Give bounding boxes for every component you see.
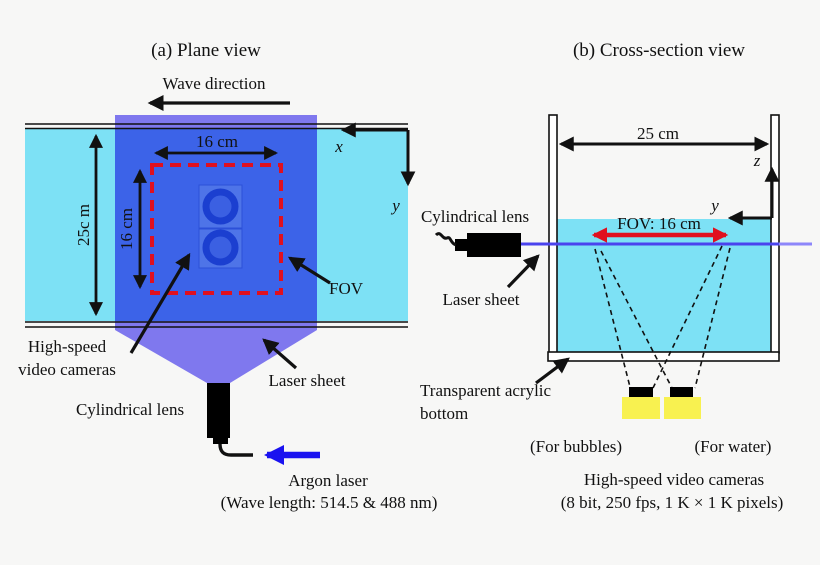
fov-height-label: 16 cm bbox=[117, 207, 137, 251]
cameras-caption-line2: (8 bit, 250 fps, 1 K × 1 K pixels) bbox=[560, 493, 784, 513]
cylindrical-lens-a bbox=[207, 383, 230, 438]
camera-bubbles-lens bbox=[629, 387, 653, 397]
fov-label-b: FOV: 16 cm bbox=[617, 214, 701, 234]
laser-sheet-pointer-arrow-b bbox=[506, 254, 540, 289]
tank-wall-left bbox=[548, 114, 558, 354]
y-axis-label: y bbox=[392, 196, 400, 216]
argon-laser-label-line2: (Wave length: 514.5 & 488 nm) bbox=[220, 493, 438, 513]
laser-cable-b bbox=[434, 232, 457, 247]
tank-acrylic-bottom bbox=[547, 351, 780, 362]
acrylic-bottom-label-line1: Transparent acrylic bbox=[420, 381, 552, 400]
argon-laser-label-line1: Argon laser bbox=[288, 471, 368, 491]
cylindrical-lens-b bbox=[467, 233, 521, 257]
laser-sheet-band-bottom bbox=[115, 321, 317, 330]
laser-sheet-pointer-arrow-a bbox=[262, 338, 298, 370]
cameras-label-line1: High-speed bbox=[27, 337, 107, 357]
panel-b-title: (b) Cross-section view bbox=[572, 40, 746, 62]
z-axis-label: z bbox=[753, 151, 761, 171]
camera-water-label: (For water) bbox=[694, 437, 772, 457]
y-axis-label-b: y bbox=[711, 196, 719, 216]
tank-wall-right bbox=[770, 114, 780, 354]
x-axis-label: x bbox=[335, 137, 343, 157]
cameras-caption-line1: High-speed video cameras bbox=[583, 470, 765, 490]
lens-stub-b bbox=[455, 239, 467, 251]
fov-dashed-box bbox=[150, 163, 283, 295]
acrylic-bottom-label-line2: bottom bbox=[420, 404, 469, 423]
cylindrical-lens-label-b: Cylindrical lens bbox=[420, 207, 530, 227]
fov-width-label: 16 cm bbox=[195, 132, 239, 152]
cylindrical-lens-label-a: Cylindrical lens bbox=[75, 400, 185, 420]
laser-sheet-label-a: Laser sheet bbox=[268, 371, 346, 391]
view-cone-line-4 bbox=[694, 247, 731, 389]
camera-water-body bbox=[664, 397, 701, 419]
camera-water-lens bbox=[670, 387, 693, 397]
wave-direction-label: Wave direction bbox=[162, 74, 266, 94]
view-cone-line-2 bbox=[600, 250, 673, 389]
tank-width-label: 25 cm bbox=[636, 124, 680, 144]
laser-sheet-label-b: Laser sheet bbox=[442, 290, 520, 310]
view-cone-line-1 bbox=[594, 248, 631, 388]
camera-bubbles-label: (For bubbles) bbox=[529, 437, 623, 457]
fov-pointer-arrow bbox=[287, 256, 331, 285]
acrylic-pointer-arrow bbox=[535, 357, 570, 385]
channel-width-label: 25c m bbox=[74, 203, 94, 247]
camera-lens-lower-icon bbox=[202, 229, 239, 266]
tank-water bbox=[557, 219, 771, 352]
fov-label: FOV bbox=[328, 279, 364, 299]
camera-bubbles-body bbox=[622, 397, 660, 419]
lens-stub-a bbox=[213, 438, 228, 444]
cameras-pointer-arrow bbox=[129, 252, 191, 354]
camera-lens-upper-icon bbox=[202, 188, 239, 225]
cameras-label-line2: video cameras bbox=[18, 360, 116, 380]
laser-sheet-band-top bbox=[115, 115, 317, 129]
panel-a-title: (a) Plane view bbox=[151, 40, 261, 62]
laser-cable-a bbox=[218, 443, 253, 457]
